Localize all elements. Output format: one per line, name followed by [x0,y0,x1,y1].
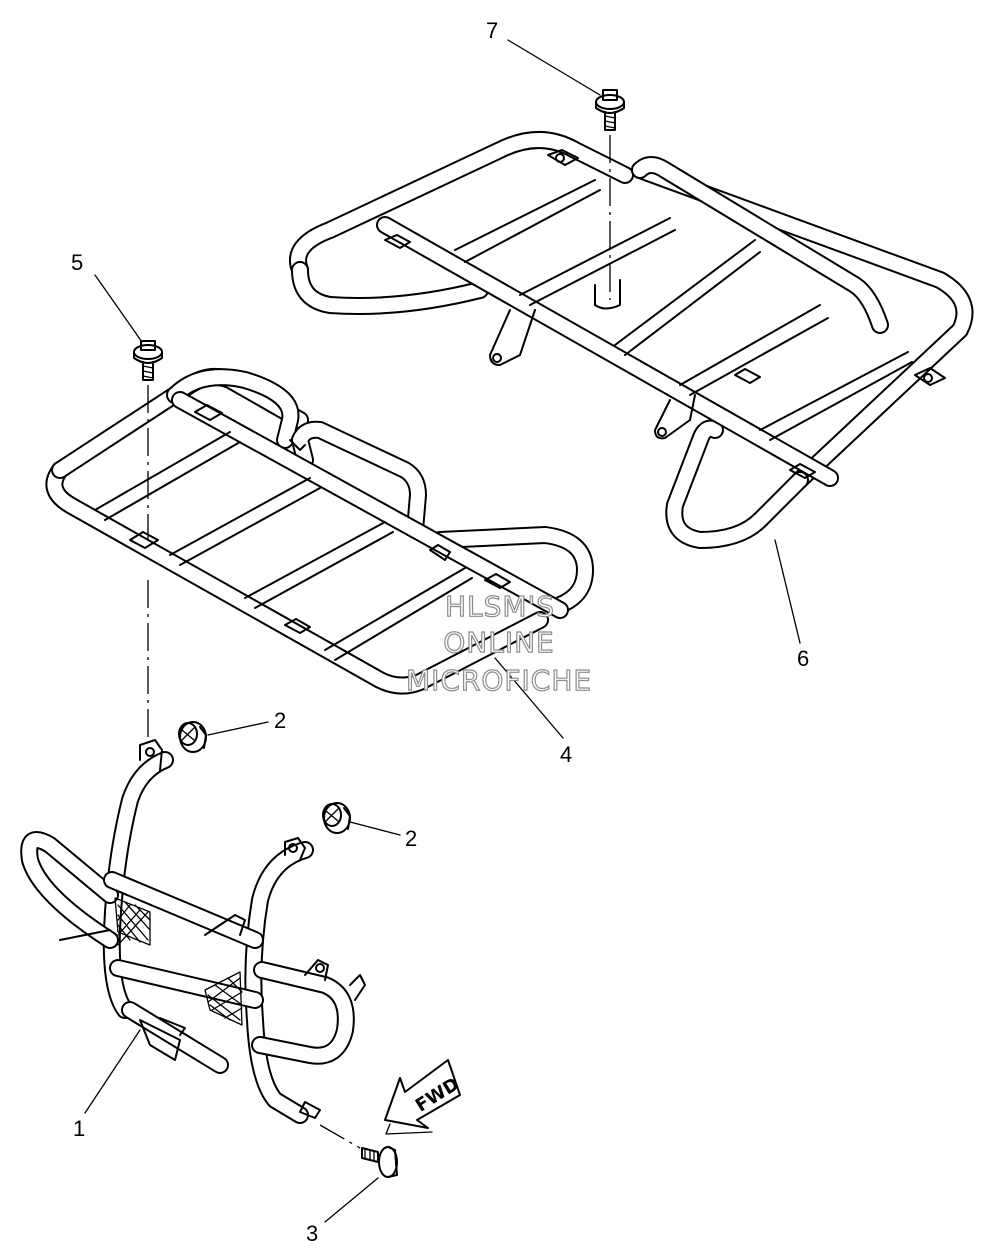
grommet-2b-icon [322,802,351,834]
watermark-line-3: MICROFICHE [406,664,592,697]
callout-4: 4 [560,742,572,767]
callout-3: 3 [306,1221,318,1246]
front-guard [20,739,366,1124]
bolt-3-icon [361,1146,398,1178]
callout-5: 5 [71,250,83,275]
watermark: HLSM'S ONLINE MICROFICHE [405,589,592,697]
front-carrier [45,367,594,695]
watermark-line-1: HLSM'S [445,590,555,623]
callout-7: 7 [486,18,498,43]
callout-1: 1 [73,1116,85,1141]
callout-6: 6 [797,646,809,671]
leader-lines [84,39,801,1223]
bolt-5-icon [133,340,163,381]
alignment-lines [147,135,611,1149]
fwd-arrow-icon: FWD [384,1059,463,1135]
callout-2b: 2 [405,826,417,851]
callout-2a: 2 [274,708,286,733]
watermark-line-2: ONLINE [443,626,554,659]
grommet-2a-icon [178,721,207,753]
rear-carrier [289,131,974,549]
bolt-7-icon [595,89,625,131]
